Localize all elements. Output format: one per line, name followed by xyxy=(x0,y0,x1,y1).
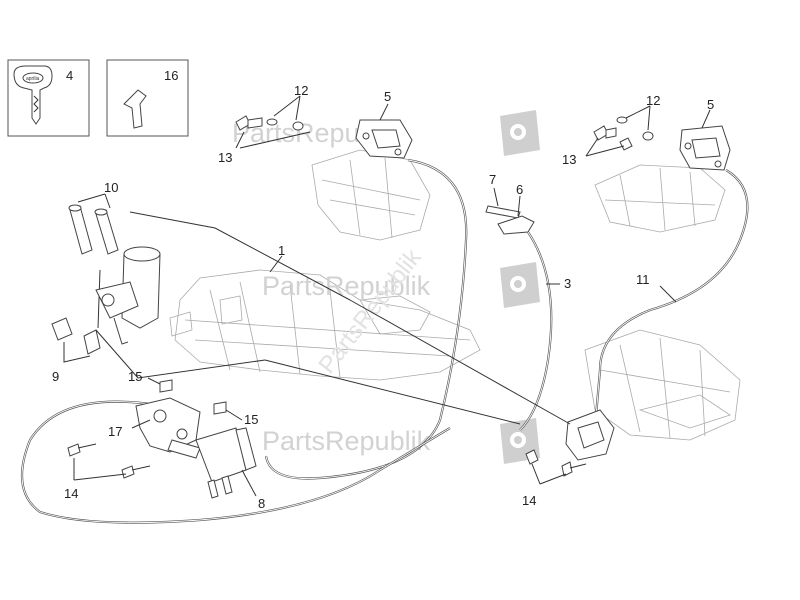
callout-17: 17 xyxy=(108,424,122,439)
tool-box: 16 xyxy=(106,59,189,137)
watermark-text: PartsRepublik xyxy=(262,426,431,456)
watermark-bottom: PartsRepublik xyxy=(262,418,540,464)
cable-11 xyxy=(594,169,749,417)
frame-ghost-right-top xyxy=(594,164,726,233)
leader-15-lower xyxy=(225,409,243,421)
washer-12-right xyxy=(616,116,654,141)
key-box: aprilia 4 xyxy=(7,59,90,137)
frame-ghost-left-top xyxy=(311,149,431,241)
callout-12-right: 12 xyxy=(646,93,660,108)
bushing-9-pair xyxy=(51,317,101,363)
leader-7 xyxy=(493,187,499,207)
callout-11: 11 xyxy=(636,272,650,287)
ignition-lock-1 xyxy=(95,211,351,379)
callout-15-upper: 15 xyxy=(128,369,142,384)
callout-13-right: 13 xyxy=(562,152,576,167)
screw-14-right xyxy=(525,449,587,477)
pin-10-pair xyxy=(68,193,119,255)
callout-13-left: 13 xyxy=(218,150,232,165)
watermark-text: PartsRepublik xyxy=(262,271,431,301)
callout-12-left: 12 xyxy=(294,83,308,98)
leader-12-left xyxy=(273,95,301,121)
callout-10: 10 xyxy=(104,180,118,195)
callout-5-left: 5 xyxy=(384,89,391,104)
solenoid-8 xyxy=(195,427,257,499)
clip-15-upper xyxy=(159,379,173,393)
leader-15-upper xyxy=(147,377,161,385)
key-icon: aprilia xyxy=(13,65,53,125)
watermark-middle: PartsRepublik xyxy=(262,262,540,308)
callout-7: 7 xyxy=(489,172,496,187)
callout-5-right: 5 xyxy=(707,97,714,112)
leader-8 xyxy=(241,469,257,497)
callout-15-lower: 15 xyxy=(244,412,258,427)
tool-icon xyxy=(123,89,147,129)
leader-14-left xyxy=(73,458,127,481)
leader-11 xyxy=(659,285,677,303)
gear-flag-icon xyxy=(500,262,540,308)
callout-6: 6 xyxy=(516,182,523,197)
seat-actuator xyxy=(264,299,615,461)
callout-1: 1 xyxy=(278,243,285,258)
screw-13-left xyxy=(235,115,263,131)
seat-latch-5-left xyxy=(355,119,413,159)
key-brand-logo: aprilia xyxy=(26,76,40,82)
leader-5-right xyxy=(701,109,711,129)
cable-3 xyxy=(264,158,553,480)
callout-3: 3 xyxy=(564,276,571,291)
callout-8: 8 xyxy=(258,496,265,511)
gear-flag-icon xyxy=(500,110,540,156)
lock-mechanism-17 xyxy=(131,397,201,459)
seat-latch-5-right xyxy=(679,125,731,171)
leader-13-left xyxy=(235,131,311,149)
callout-9: 9 xyxy=(52,369,59,384)
leader-6 xyxy=(517,195,521,217)
leader-12-right xyxy=(625,105,651,131)
screw-13-right xyxy=(593,125,633,151)
lever-6 xyxy=(497,215,535,235)
leader-1 xyxy=(269,255,283,273)
leader-5-left xyxy=(379,103,389,121)
callout-16: 16 xyxy=(164,68,178,83)
cable-main-loop xyxy=(20,400,451,524)
screw-14-left xyxy=(67,443,151,479)
callout-14-right: 14 xyxy=(522,493,536,508)
frame-ghost-center xyxy=(169,269,481,381)
leader-13-right xyxy=(585,137,625,157)
pin-7 xyxy=(485,205,521,219)
callout-14-left: 14 xyxy=(64,486,78,501)
callout-4: 4 xyxy=(66,68,73,83)
washer-12-left xyxy=(266,118,304,131)
leader-14-right xyxy=(531,463,567,485)
clip-15-lower xyxy=(213,401,227,415)
